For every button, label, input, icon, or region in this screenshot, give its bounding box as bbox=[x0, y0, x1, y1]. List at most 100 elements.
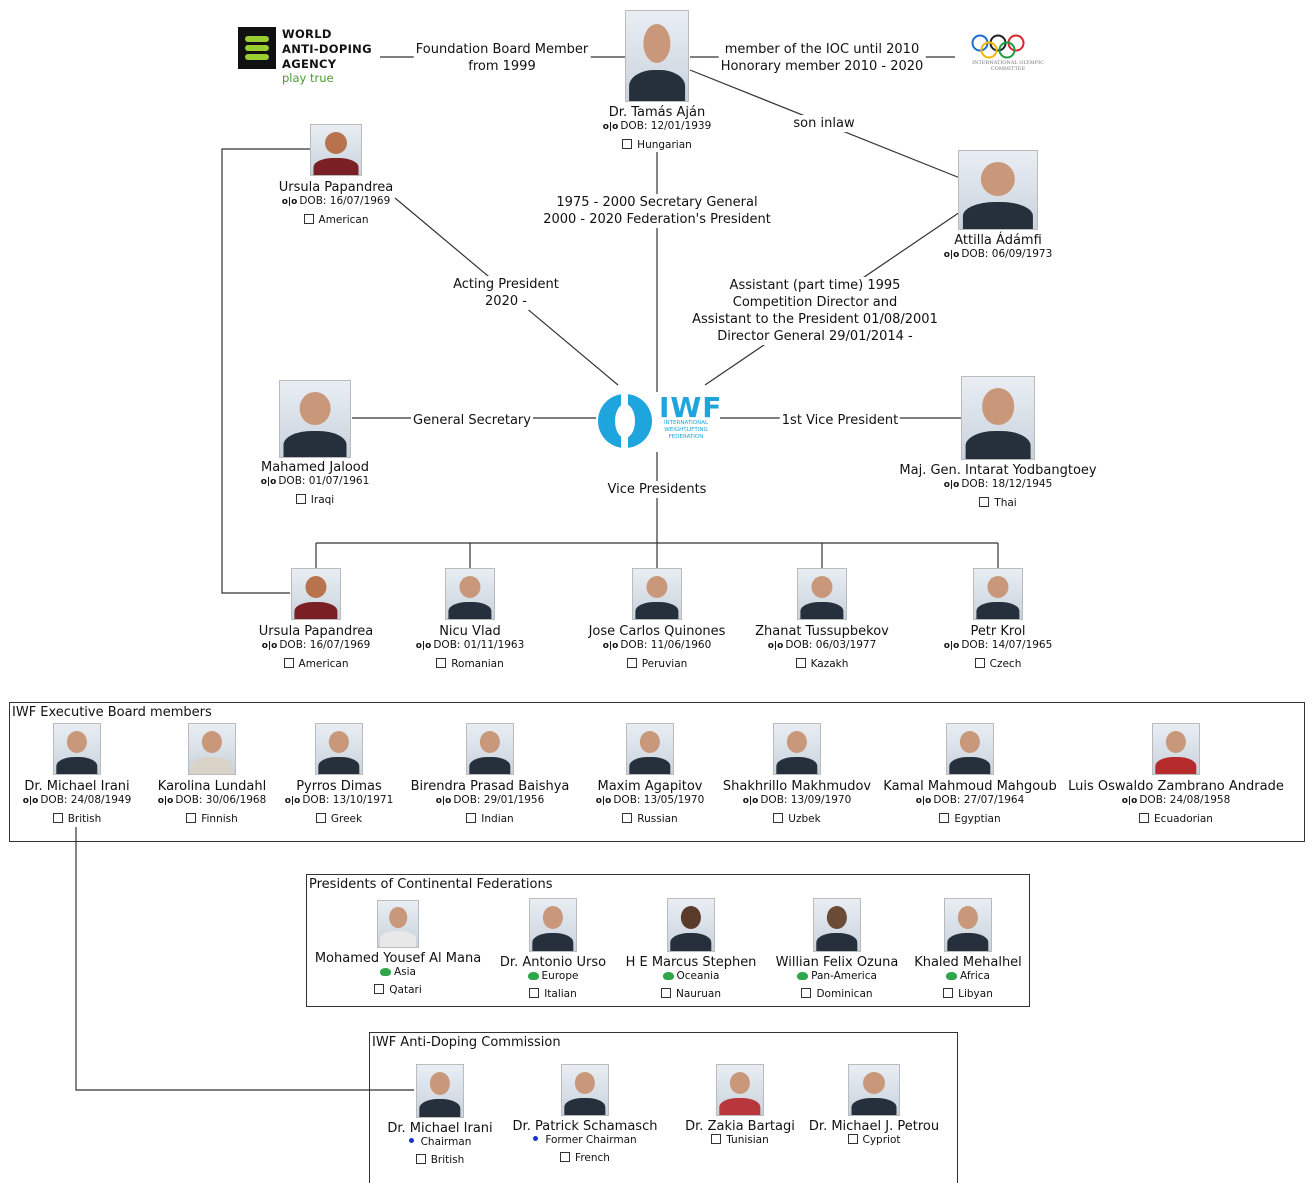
person-name: Jose Carlos Quinones bbox=[588, 624, 726, 639]
nationality: American bbox=[231, 214, 441, 227]
nationality: Qatari bbox=[293, 984, 503, 997]
person-name: Kamal Mahmoud Mahgoub bbox=[883, 779, 1057, 794]
portrait-photo bbox=[632, 568, 682, 620]
region-leaf-icon bbox=[662, 972, 674, 980]
birth-icon: o|o bbox=[767, 641, 784, 651]
nationality: Kazakh bbox=[717, 658, 927, 671]
portrait-photo bbox=[53, 723, 101, 775]
iwf-wordmark: IWF bbox=[659, 391, 723, 424]
person-name: Dr. Antonio Urso bbox=[499, 955, 607, 970]
person-name: Khaled Mehalhel bbox=[914, 955, 1022, 970]
portrait-photo bbox=[946, 723, 994, 775]
continental-marcus-stephen: H E Marcus Stephen Oceania Nauruan bbox=[586, 898, 796, 1001]
flag-placeholder-icon bbox=[622, 813, 633, 823]
birth-icon: o|o bbox=[595, 796, 612, 806]
continental-willian-felix-ozuna: Willian Felix Ozuna Pan-America Dominica… bbox=[732, 898, 942, 1001]
role: Former Chairman bbox=[480, 1134, 690, 1147]
label-first-vice-president: 1st Vice President bbox=[779, 412, 901, 429]
birth-icon: o|o bbox=[742, 796, 759, 806]
flag-placeholder-icon bbox=[943, 988, 954, 998]
portrait-photo bbox=[961, 376, 1035, 460]
nationality: Czech bbox=[893, 658, 1103, 671]
region: Pan-America bbox=[732, 970, 942, 983]
portrait-photo bbox=[529, 898, 577, 952]
person-name: Nicu Vlad bbox=[439, 624, 501, 639]
person-name: Luis Oswaldo Zambrano Andrade bbox=[1068, 779, 1284, 794]
executive-board-title: IWF Executive Board members bbox=[12, 705, 212, 720]
nationality: Ecuadorian bbox=[1061, 813, 1291, 826]
portrait-photo bbox=[291, 568, 341, 620]
flag-placeholder-icon bbox=[795, 658, 806, 668]
anti-doping-commission-title: IWF Anti-Doping Commission bbox=[372, 1035, 561, 1050]
portrait-photo bbox=[377, 900, 419, 948]
person-name: Shakhrillo Makhmudov bbox=[722, 779, 872, 794]
ioc-logo: INTERNATIONAL OLYMPIC COMMITTEE bbox=[960, 34, 1056, 80]
person-name: Karolina Lundahl bbox=[157, 779, 267, 794]
ioc-caption: INTERNATIONAL OLYMPIC COMMITTEE bbox=[972, 60, 1044, 72]
person-name: Dr. Michael Irani bbox=[387, 1121, 493, 1136]
nationality: British bbox=[335, 1154, 545, 1167]
flag-placeholder-icon bbox=[415, 1154, 426, 1164]
person-name: H E Marcus Stephen bbox=[625, 955, 757, 970]
person-name: Dr. Tamás Aján bbox=[608, 105, 706, 120]
portrait-photo bbox=[626, 723, 674, 775]
nationality: Libyan bbox=[863, 988, 1073, 1001]
flag-placeholder-icon bbox=[186, 813, 197, 823]
birth-icon: o|o bbox=[915, 796, 932, 806]
portrait-photo bbox=[416, 1064, 464, 1118]
wada-line1: WORLD bbox=[282, 27, 332, 41]
person-name: Zhanat Tussupbekov bbox=[755, 624, 889, 639]
flag-placeholder-icon bbox=[622, 139, 633, 149]
region: Asia bbox=[293, 966, 503, 979]
flag-placeholder-icon bbox=[303, 214, 314, 224]
nationality: Thai bbox=[893, 497, 1103, 510]
flag-placeholder-icon bbox=[660, 988, 671, 998]
role: Chairman bbox=[335, 1136, 545, 1149]
birth-icon: o|o bbox=[261, 641, 278, 651]
person-name: Maxim Agapitov bbox=[597, 779, 703, 794]
portrait-photo bbox=[445, 568, 495, 620]
nationality: Indian bbox=[385, 813, 595, 826]
iwf-emblem-icon bbox=[598, 394, 652, 448]
portrait-photo bbox=[466, 723, 514, 775]
region-leaf-icon bbox=[946, 972, 958, 980]
flag-placeholder-icon bbox=[979, 497, 990, 507]
continental-federations-panel: Presidents of Continental Federations bbox=[306, 874, 1030, 1007]
nationality: Uzbek bbox=[692, 813, 902, 826]
nationality: British bbox=[0, 813, 182, 826]
region: Africa bbox=[863, 970, 1073, 983]
role-bullet-icon bbox=[408, 1138, 414, 1143]
nationality: Italian bbox=[448, 988, 658, 1001]
person-name: Petr Krol bbox=[970, 624, 1026, 639]
person-name: Maj. Gen. Intarat Yodbangtoey bbox=[899, 463, 1097, 478]
olympic-rings-icon bbox=[971, 34, 1025, 59]
person-name: Dr. Zakia Bartagi bbox=[685, 1119, 795, 1134]
nationality: Iraqi bbox=[210, 494, 420, 507]
wada-mark-icon bbox=[238, 27, 276, 69]
flag-placeholder-icon bbox=[847, 1134, 858, 1144]
flag-placeholder-icon bbox=[295, 494, 306, 504]
person-name: Birendra Prasad Baishya bbox=[410, 779, 570, 794]
nationality: Peruvian bbox=[552, 658, 762, 671]
birth-icon: o|o bbox=[22, 796, 39, 806]
region-leaf-icon bbox=[527, 972, 539, 980]
nationality: French bbox=[480, 1152, 690, 1165]
portrait-photo bbox=[315, 723, 363, 775]
continental-antonio-urso: Dr. Antonio Urso Europe Italian bbox=[448, 898, 658, 1001]
